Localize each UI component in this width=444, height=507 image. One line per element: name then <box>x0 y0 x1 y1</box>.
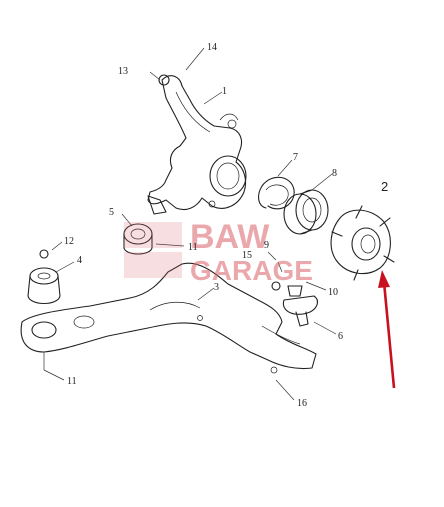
red-arrow-icon <box>378 270 396 389</box>
callout-3: 3 <box>214 282 219 293</box>
callout-11-lower: 11 <box>67 376 77 387</box>
ball-joint <box>271 281 319 327</box>
callout-12: 12 <box>64 236 74 247</box>
callout-1: 1 <box>222 86 227 97</box>
callout-5: 5 <box>109 207 114 218</box>
snap-ring <box>257 176 295 210</box>
callout-10: 10 <box>328 287 338 298</box>
callout-7: 7 <box>293 152 298 163</box>
callout-14: 14 <box>207 42 217 53</box>
callout-8: 8 <box>332 168 337 179</box>
callout-11-upper: 11 <box>188 242 198 253</box>
callout-16: 16 <box>297 398 307 409</box>
leader-lines <box>43 47 337 401</box>
baw-garage-logo-icon <box>124 222 182 278</box>
wheel-bearing <box>283 189 329 235</box>
watermark-line2: GARAGE <box>190 255 313 286</box>
callout-6: 6 <box>338 331 343 342</box>
watermark-line1: BAW <box>190 218 270 256</box>
callout-13: 13 <box>118 66 128 77</box>
callout-4: 4 <box>77 255 82 266</box>
lower-control-arm <box>20 262 317 374</box>
callout-9: 9 <box>264 240 269 251</box>
rear-bushing <box>27 249 61 305</box>
steering-knuckle <box>147 74 247 215</box>
callout-15: 15 <box>242 250 252 261</box>
wheel-hub <box>330 205 395 281</box>
callout-2: 2 <box>381 179 388 194</box>
front-bushing <box>123 223 153 255</box>
